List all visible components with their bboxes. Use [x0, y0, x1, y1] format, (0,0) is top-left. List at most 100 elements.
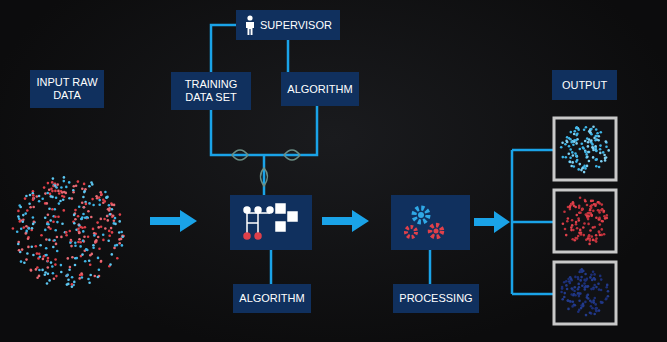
data-dot [59, 200, 62, 203]
supervisor-box: SUPERVISOR [236, 10, 340, 40]
data-dot [603, 215, 606, 218]
data-dot [605, 140, 608, 143]
data-dot [603, 233, 606, 236]
data-dot [65, 275, 68, 278]
data-dot [592, 209, 595, 212]
data-dot [88, 281, 91, 284]
input-label: INPUT RAW DATA [30, 70, 104, 108]
data-dot [591, 204, 594, 207]
data-dot [567, 299, 570, 302]
data-dot [108, 235, 111, 238]
data-dot [86, 216, 89, 219]
output-frames [554, 118, 616, 324]
data-dot [595, 150, 598, 153]
data-dot [43, 255, 46, 258]
data-dot [69, 242, 72, 245]
data-dot [604, 159, 607, 162]
data-dot [599, 144, 602, 147]
flow-lines [211, 106, 553, 294]
data-dot [607, 295, 610, 298]
data-dot [118, 231, 121, 234]
data-dot [78, 231, 81, 234]
data-dot [595, 135, 598, 138]
data-dot [600, 209, 603, 212]
data-dot [578, 205, 581, 208]
data-dot [583, 279, 586, 282]
text-group: SUPERVISOR [260, 19, 332, 32]
data-dot [601, 228, 604, 231]
data-dot [78, 232, 81, 235]
data-dot [595, 310, 598, 313]
data-dot [598, 166, 601, 169]
data-dot [35, 268, 38, 271]
data-dot [86, 249, 89, 252]
data-dot [48, 279, 51, 282]
data-dot [82, 240, 85, 243]
data-dot [94, 275, 97, 278]
data-dot [50, 261, 53, 264]
data-dot [573, 133, 576, 136]
data-dot [580, 307, 583, 310]
data-dot [23, 261, 26, 264]
data-dot [575, 223, 578, 226]
data-dot [598, 217, 601, 220]
data-dot [71, 276, 74, 279]
data-dot [54, 258, 57, 261]
data-dot [598, 210, 601, 213]
data-dot [572, 229, 575, 232]
data-dot [54, 229, 57, 232]
data-dot [569, 161, 572, 164]
data-dot [113, 247, 116, 250]
data-dot [18, 249, 21, 252]
data-dot [587, 294, 590, 297]
data-dot [48, 208, 51, 211]
data-dot [582, 146, 585, 149]
data-dot [568, 137, 571, 140]
data-dot [567, 308, 570, 311]
data-dot [582, 226, 585, 229]
data-dot [604, 217, 607, 220]
data-dot [76, 257, 79, 260]
data-dot [12, 227, 15, 230]
data-dot [606, 214, 609, 217]
data-dot [597, 283, 600, 286]
data-dot [581, 285, 584, 288]
data-dot [43, 186, 46, 189]
data-dot [63, 195, 66, 198]
data-dot [98, 248, 101, 251]
data-dot [574, 304, 577, 307]
data-dot [32, 216, 35, 219]
data-dot [88, 259, 91, 262]
data-dot [571, 219, 574, 222]
data-dot [588, 151, 591, 154]
data-dot [570, 226, 573, 229]
data-dot [113, 220, 116, 223]
data-dot [48, 239, 51, 242]
data-dot [574, 276, 577, 279]
data-dot [60, 271, 63, 274]
data-dot [55, 275, 58, 278]
text-group: ALGORITHM [239, 292, 304, 305]
data-dot [77, 180, 80, 183]
data-dot [82, 230, 85, 233]
data-dot [55, 196, 58, 199]
data-dot [575, 160, 578, 163]
data-dot [57, 190, 60, 193]
data-dot [109, 213, 112, 216]
data-dot [98, 269, 101, 272]
data-dot [29, 194, 32, 197]
data-dot [46, 223, 49, 226]
data-dot [109, 263, 112, 266]
data-dot [560, 146, 563, 149]
data-dot [583, 222, 586, 225]
data-dot [593, 273, 596, 276]
data-dot [50, 188, 53, 191]
data-dot [19, 220, 22, 223]
data-dot [60, 236, 63, 239]
data-dot [596, 132, 599, 135]
data-dot [577, 292, 580, 295]
data-dot [590, 206, 593, 209]
data-dot [581, 209, 584, 212]
data-dot [601, 301, 604, 304]
data-dot [589, 229, 592, 232]
